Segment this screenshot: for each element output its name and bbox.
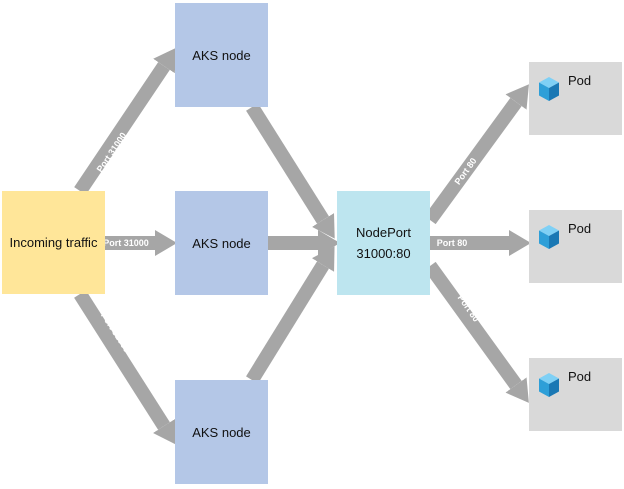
pod-cube-icon [539, 225, 559, 249]
aks-node-box-3: AKS node [175, 380, 268, 484]
pod-label: Pod [568, 73, 592, 88]
arrow-aks-node-1-to-nodeport [246, 103, 335, 239]
nodeport-port-mapping: 31000:80 [356, 246, 411, 261]
aks-node-box-2: AKS node [175, 191, 268, 295]
arrow-incoming-to-aks-node-3 [74, 290, 176, 445]
aks-node-label: AKS node [192, 47, 251, 63]
pod-cube-icon [539, 77, 559, 101]
arrow-incoming-to-aks-node-1 [74, 47, 177, 195]
pod-label: Pod [568, 369, 592, 384]
nodeport-box: NodePort 31000:80 [337, 191, 430, 295]
arrow-nodeport-to-pod-1 [424, 84, 529, 225]
aks-node-box-1: AKS node [175, 3, 268, 107]
arrow-aks-node-3-to-nodeport [246, 246, 335, 384]
incoming-traffic-label: Incoming traffic [9, 235, 98, 250]
nodeport-title: NodePort [356, 225, 411, 240]
incoming-traffic-box: Incoming traffic [2, 191, 105, 294]
pod-box-1: Pod [529, 62, 622, 135]
arrow-nodeport-to-pod-3 [424, 261, 529, 403]
pod-cube-icon [539, 373, 559, 397]
pod-box-3: Pod [529, 358, 622, 431]
pod-label: Pod [568, 221, 592, 236]
pod-box-2: Pod [529, 210, 622, 283]
aks-node-label: AKS node [192, 235, 251, 251]
arrow-label-nodeport-to-pod-2: Port 80 [437, 238, 468, 248]
aks-node-label: AKS node [192, 424, 251, 440]
arrow-label-incoming-to-aks-node-2: Port 31000 [103, 238, 149, 248]
